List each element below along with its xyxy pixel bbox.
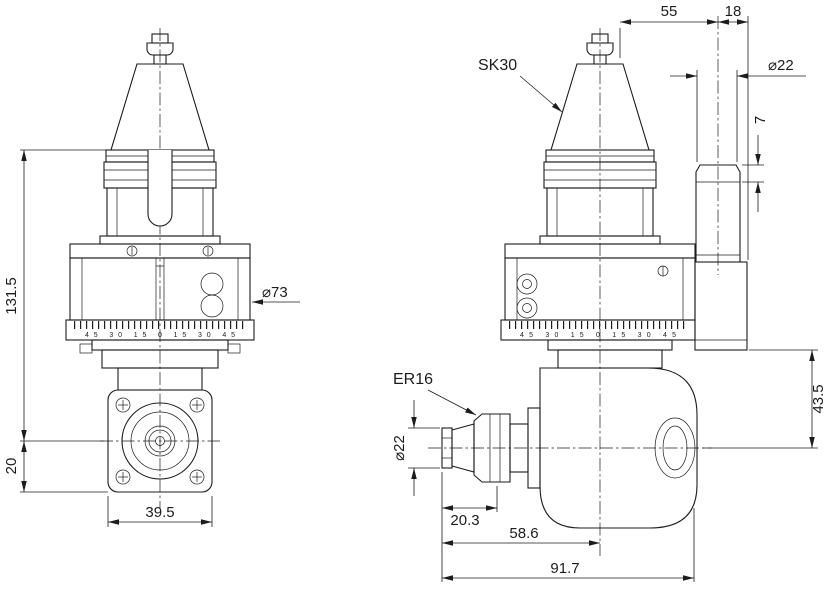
stop-bracket [694,164,748,351]
flange-collar [103,149,217,237]
side-scale-numbers: 45 30 15 0 15 30 45 [520,332,676,339]
side-degree-scale: 45 30 15 0 15 30 45 [500,319,696,341]
side-bolt [227,343,241,354]
dim-overall-length: 91.7 [442,508,695,582]
stop-cylinder [695,164,741,263]
front-view: 45 30 15 0 15 30 45 [3,28,300,527]
dim-cylinder-step: 7 [742,116,769,212]
head-housing [539,367,698,529]
end-cap [654,417,696,479]
screw-icon [126,245,138,257]
dim-nose-to-axis: 58.6 [442,525,600,546]
label-taper: SK30 [478,57,563,113]
dim-text-91-7: 91.7 [550,560,579,577]
flange-bolts [115,397,205,485]
side-lower-steps [547,339,673,369]
label-text-er16: ER16 [393,371,433,388]
dim-text-spindle-to-bottom: 20 [3,458,20,475]
side-body [504,235,696,321]
dim-collet-diameter: ⌀22 [391,400,440,496]
dim-nose-length: 20.3 [441,472,498,582]
pull-stud [586,33,614,65]
dim-body-diameter: ⌀73 [252,284,300,305]
dim-total-height: 131.5 [3,149,106,442]
spindle-collet [441,407,541,489]
dim-cylinder-offset: 18 [718,3,749,260]
dim-text-58-6: 58.6 [509,525,538,542]
drive-slot [147,150,173,227]
dim-spindle-to-bottom: 20 [3,441,108,493]
clamp-screw [516,273,538,295]
side-bolt [79,343,93,354]
output-flange [100,389,220,493]
screw-icon [202,245,214,257]
label-collet: ER16 [393,371,477,416]
dim-text-7: 7 [752,116,769,124]
dim-text-20-3: 20.3 [450,512,479,529]
dim-text-body-diameter: ⌀73 [262,284,288,301]
leader-line [519,75,563,113]
dim-text-dia22-top: ⌀22 [768,57,794,74]
clamp-hole [200,272,224,296]
collet-nose [441,427,453,469]
clamp-hole [200,294,224,318]
front-scale-numbers: 45 30 15 0 15 30 45 [85,332,235,339]
dim-text-55: 55 [661,3,678,20]
side-view: 45 30 15 0 15 30 45 [391,3,827,582]
leader-line [427,389,477,416]
dim-axis-to-cylinder: 55 [619,3,718,58]
dim-cylinder-diameter: ⌀22 [670,57,806,162]
dim-text-dia22-left: ⌀22 [391,435,408,461]
dim-head-height: 43.5 [702,349,827,449]
dim-text-flange-width: 39.5 [145,504,174,521]
dim-text-43-5: 43.5 [810,384,827,413]
collet-nut [473,413,511,483]
label-text-sk30: SK30 [478,57,517,74]
dim-text-18: 18 [725,3,742,20]
clamp-screw [516,297,538,319]
dim-flange-width: 39.5 [107,496,213,527]
dim-text-total-height: 131.5 [3,277,20,315]
